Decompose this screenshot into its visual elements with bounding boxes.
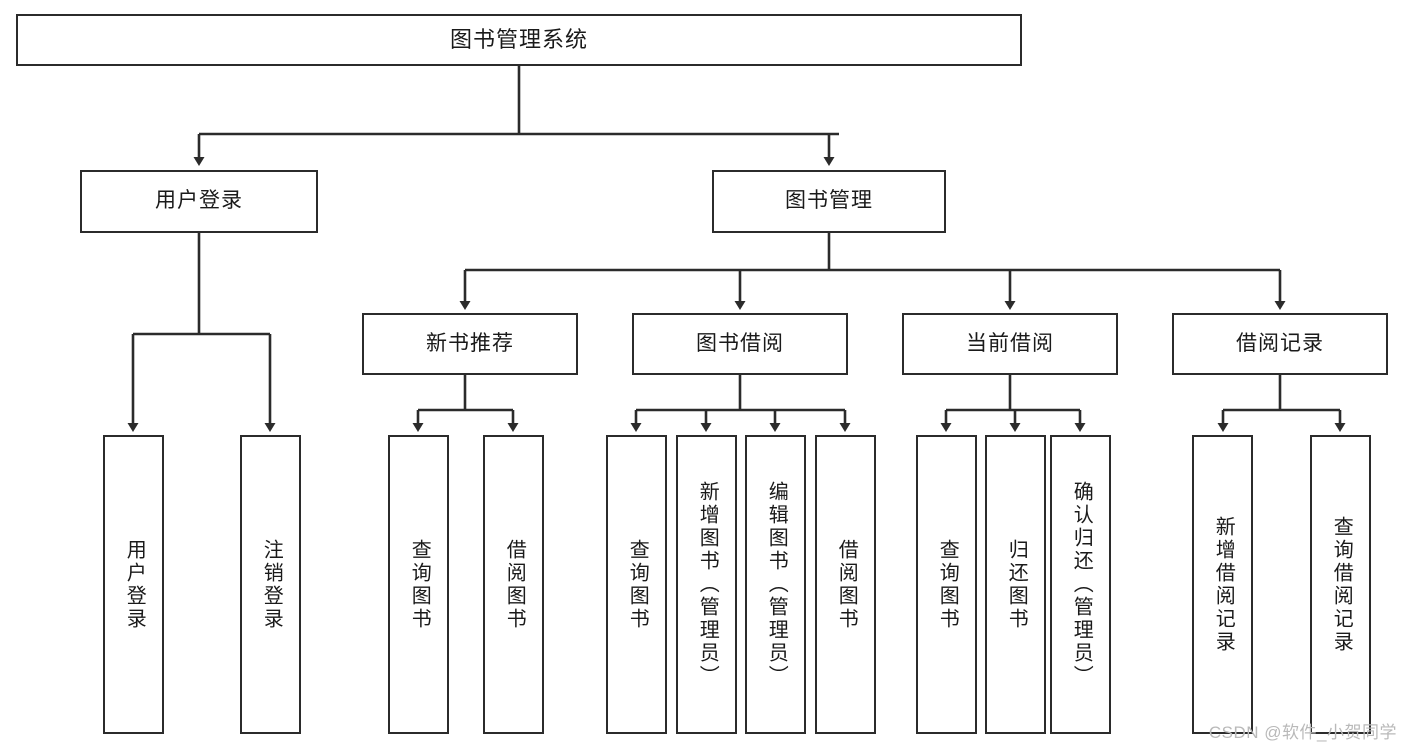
node-leaf-query-book-3[interactable]: 查询图书 [916, 435, 977, 734]
node-label: 图书借阅 [696, 331, 784, 355]
node-current-borrow[interactable]: 当前借阅 [902, 313, 1118, 375]
node-leaf-query-book-1[interactable]: 查询图书 [388, 435, 449, 734]
csdn-watermark: CSDN @软件_小贺同学 [1208, 723, 1397, 742]
node-label: 查询图书 [626, 538, 649, 631]
node-label: 用户登录 [155, 189, 243, 213]
node-leaf-borrow-book-2[interactable]: 借阅图书 [815, 435, 876, 734]
node-leaf-borrow-book-1[interactable]: 借阅图书 [483, 435, 544, 734]
node-book-borrow[interactable]: 图书借阅 [632, 313, 848, 375]
node-label: 查询图书 [936, 538, 959, 631]
node-label: 借阅图书 [835, 538, 858, 631]
node-new-book-recommend[interactable]: 新书推荐 [362, 313, 578, 375]
node-label: 借阅记录 [1236, 331, 1324, 355]
node-user-login[interactable]: 用户登录 [80, 170, 318, 233]
node-leaf-query-book-2[interactable]: 查询图书 [606, 435, 667, 734]
node-label: 编辑图书（管理员） [765, 481, 788, 688]
node-book-manage[interactable]: 图书管理 [712, 170, 946, 233]
node-label: 注销登录 [260, 538, 283, 631]
node-leaf-add-book-admin[interactable]: 新增图书（管理员） [676, 435, 737, 734]
node-label: 借阅图书 [503, 538, 526, 631]
node-leaf-edit-book-admin[interactable]: 编辑图书（管理员） [745, 435, 806, 734]
node-leaf-confirm-return-admin[interactable]: 确认归还（管理员） [1050, 435, 1111, 734]
node-leaf-logout-login[interactable]: 注销登录 [240, 435, 301, 734]
node-label: 查询图书 [408, 538, 431, 631]
node-label: 新书推荐 [426, 331, 514, 355]
node-leaf-add-borrow-record[interactable]: 新增借阅记录 [1192, 435, 1253, 734]
node-label: 确认归还（管理员） [1070, 481, 1093, 688]
node-root-system[interactable]: 图书管理系统 [16, 14, 1022, 66]
node-label: 当前借阅 [966, 331, 1054, 355]
node-label: 新增图书（管理员） [696, 481, 719, 688]
node-label: 查询借阅记录 [1330, 515, 1353, 654]
node-leaf-return-book[interactable]: 归还图书 [985, 435, 1046, 734]
node-label: 用户登录 [123, 538, 146, 631]
node-leaf-user-login[interactable]: 用户登录 [103, 435, 164, 734]
node-borrow-record[interactable]: 借阅记录 [1172, 313, 1388, 375]
node-label: 图书管理 [785, 189, 873, 213]
node-leaf-query-borrow-record[interactable]: 查询借阅记录 [1310, 435, 1371, 734]
node-label: 归还图书 [1005, 538, 1028, 631]
node-label: 图书管理系统 [449, 27, 588, 53]
node-label: 新增借阅记录 [1212, 515, 1235, 654]
